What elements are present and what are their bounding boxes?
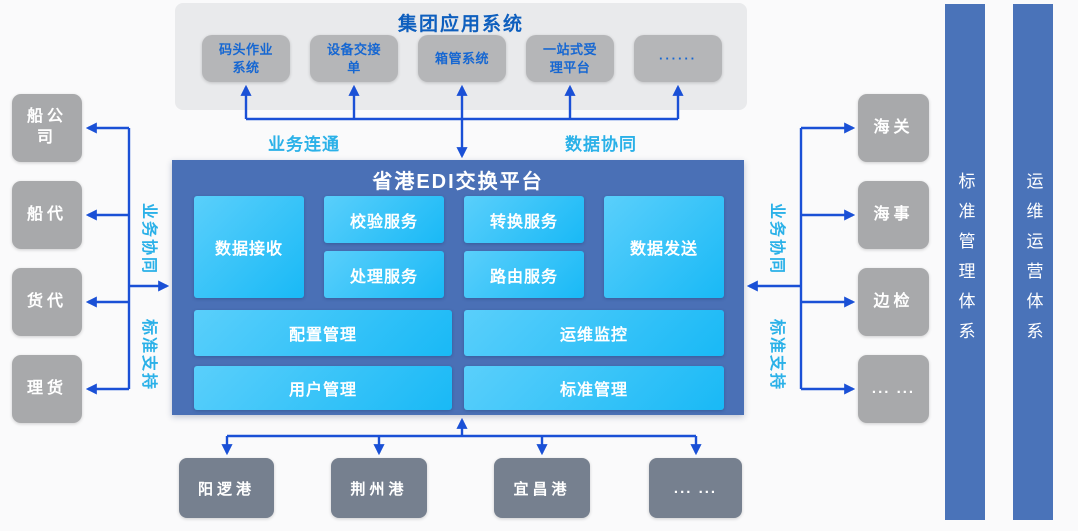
partner-node-tally: 理货 — [12, 355, 82, 423]
pillar-ops-operation: 运维运营体系 — [1013, 4, 1053, 520]
verify-service-box: 校验服务 — [324, 196, 444, 243]
data-send-box: 数据发送 — [604, 196, 724, 298]
user-management-box: 用户管理 — [194, 366, 452, 410]
convert-service-box: 转换服务 — [464, 196, 584, 243]
partner-node-shipping-agent: 船代 — [12, 181, 82, 249]
agency-node-ellipsis: ... ... — [858, 355, 929, 423]
port-node-yangluo: 阳逻港 — [179, 458, 274, 518]
port-node-ellipsis: ... ... — [649, 458, 742, 518]
flow-label-business-connect: 业务连通 — [268, 135, 340, 154]
system-node-terminal-operation: 码头作业系统 — [202, 35, 290, 82]
standard-management-box: 标准管理 — [464, 366, 724, 410]
port-node-jingzhou: 荆州港 — [331, 458, 427, 518]
side-label-right-standard-support: 标准支持 — [768, 318, 785, 392]
edi-platform-title: 省港EDI交换平台 — [372, 171, 544, 193]
port-node-yichang: 宜昌港 — [494, 458, 590, 518]
edi-platform-panel: 省港EDI交换平台 数据接收 校验服务 处理服务 转换服务 路由服务 数据发送 … — [172, 160, 744, 415]
side-label-right-business-collab: 业务协同 — [768, 202, 785, 276]
partner-node-shipping-company: 船公司 — [12, 94, 82, 162]
partner-node-freight-forwarder: 货代 — [12, 268, 82, 336]
system-node-ellipsis: ······ — [634, 35, 722, 82]
pillar-standard-management: 标准管理体系 — [945, 4, 985, 520]
side-label-left-standard-support: 标准支持 — [140, 318, 157, 392]
bottom-connectors — [221, 417, 702, 456]
side-label-left-business-collab: 业务协同 — [140, 202, 157, 276]
agency-node-customs: 海关 — [858, 94, 929, 162]
right-connectors — [746, 122, 856, 395]
system-node-one-stop-platform: 一站式受理平台 — [526, 35, 614, 82]
config-management-box: 配置管理 — [194, 310, 452, 356]
process-service-box: 处理服务 — [324, 251, 444, 298]
ops-monitor-box: 运维监控 — [464, 310, 724, 356]
data-receive-box: 数据接收 — [194, 196, 304, 298]
group-application-title: 集团应用系统 — [397, 14, 524, 35]
system-node-equipment-interchange: 设备交接单 — [310, 35, 398, 82]
route-service-box: 路由服务 — [464, 251, 584, 298]
system-node-container-management: 箱管系统 — [418, 35, 506, 82]
agency-node-maritime: 海事 — [858, 181, 929, 249]
flow-label-data-sync: 数据协同 — [565, 135, 637, 154]
agency-node-border-inspection: 边检 — [858, 268, 929, 336]
